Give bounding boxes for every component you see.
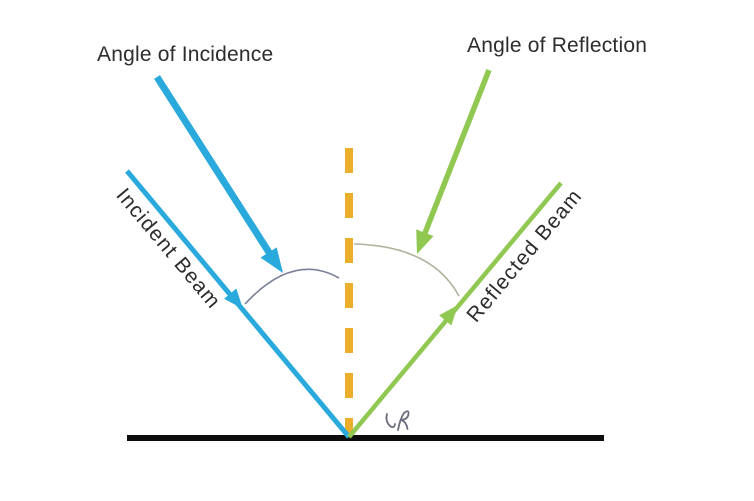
reflected-beam-arrowhead <box>439 305 458 326</box>
incidence-title: Angle of Incidence <box>97 43 274 66</box>
reflection-title: Angle of Reflection <box>467 34 648 57</box>
cursor-scribble-icon <box>385 410 410 431</box>
reflection-annotation-arrow-line <box>422 68 492 235</box>
incident-beam-arrowhead <box>224 288 243 309</box>
reflection-annotation-arrowhead <box>416 229 434 254</box>
reflection-angle-arc <box>353 243 460 297</box>
incidence-annotation-arrowhead <box>260 247 283 273</box>
incidence-annotation-arrow-line <box>154 75 273 256</box>
incidence-angle-arc <box>244 268 340 305</box>
